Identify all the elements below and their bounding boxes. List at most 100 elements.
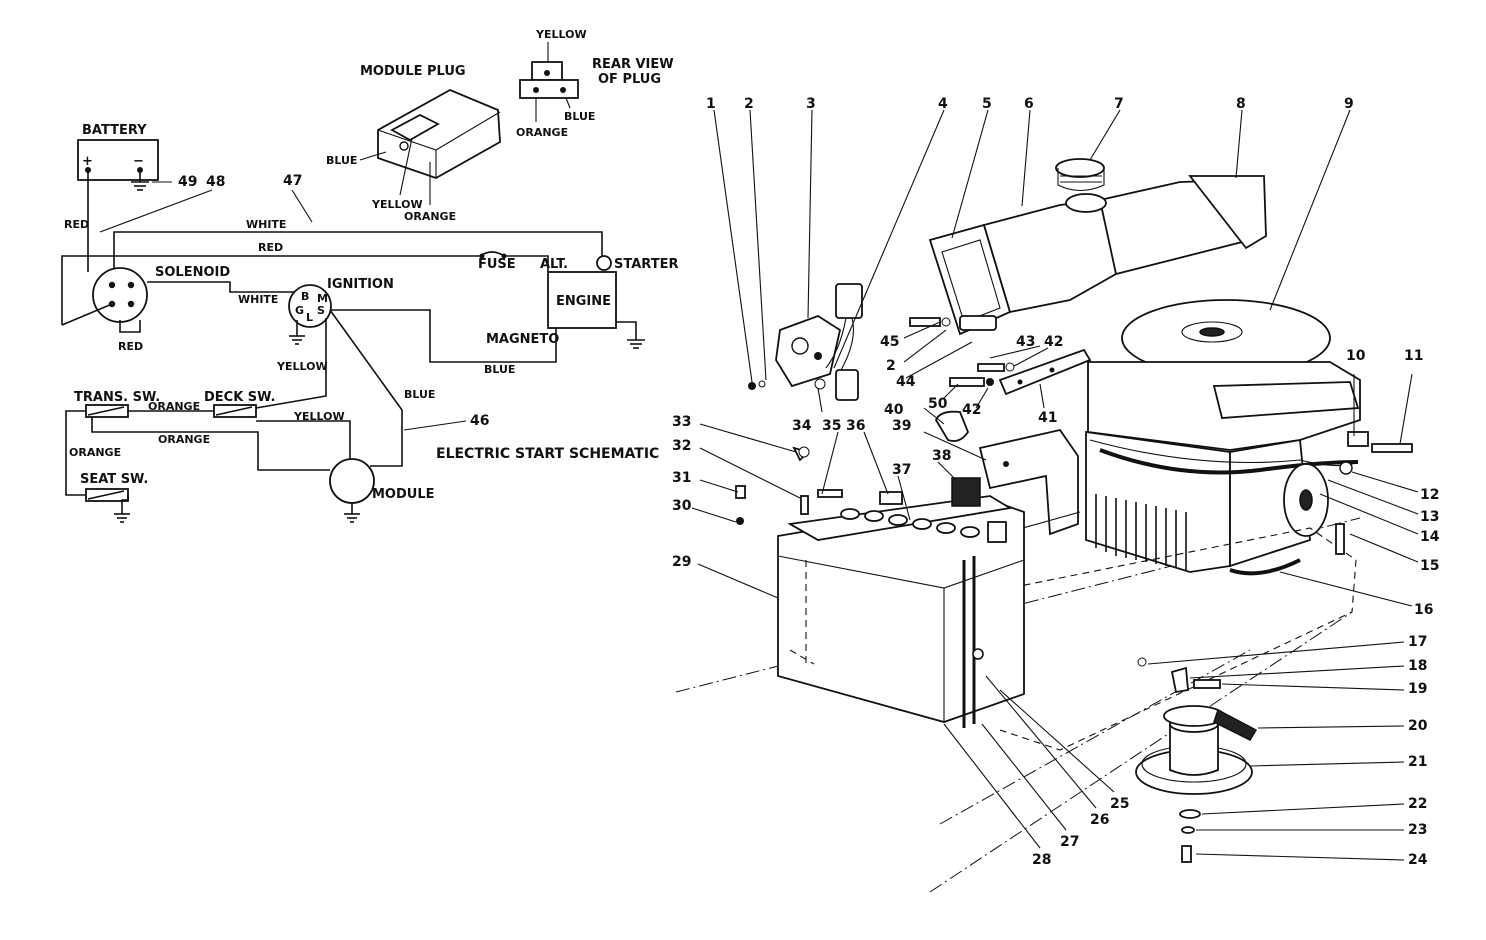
part-22: 22 [1408, 796, 1427, 812]
ignition-switch-symbol: B G L M S IGNITION [288, 277, 394, 345]
engine-block [1085, 299, 1361, 576]
part-37: 37 [892, 462, 911, 478]
part-31: 31 [672, 470, 691, 486]
part-50: 50 [928, 396, 948, 412]
part-5: 5 [982, 96, 992, 112]
part-42-second: 42 [962, 402, 981, 418]
rear-plug-yellow: YELLOW [535, 28, 587, 41]
plug-wire-yellow: YELLOW [371, 198, 423, 211]
wire-label-orange-1: ORANGE [148, 400, 200, 413]
part-25: 25 [1110, 796, 1129, 812]
solenoid-label: SOLENOID [155, 265, 230, 280]
heat-shield [978, 428, 1081, 536]
part-21: 21 [1408, 754, 1427, 770]
part-28: 28 [1032, 852, 1051, 868]
seat-switch: SEAT SW. [80, 472, 148, 523]
part-19: 19 [1408, 681, 1427, 697]
part-12: 12 [1420, 487, 1439, 503]
ignition-terminal-s: S [317, 304, 325, 317]
ignition-terminal-m: M [317, 292, 328, 305]
starter-label: STARTER [614, 257, 678, 272]
part-3: 3 [806, 96, 816, 112]
module-label: MODULE [372, 487, 435, 502]
part-26: 26 [1090, 812, 1109, 828]
battery-symbol: BATTERY + − [77, 123, 172, 191]
part-43: 43 [1016, 334, 1035, 350]
wire-label-blue-2: BLUE [404, 388, 435, 401]
battery-box [777, 495, 1025, 728]
ignition-terminal-l: L [306, 311, 313, 324]
wire-label-orange-2: ORANGE [158, 433, 210, 446]
part-1: 1 [706, 96, 716, 112]
part-18: 18 [1408, 658, 1427, 674]
part-callouts: 1 2 3 4 5 6 7 8 9 10 11 12 13 14 15 16 1… [672, 96, 1440, 868]
part-17: 17 [1408, 634, 1427, 650]
exploded-parts-view: 1 2 3 4 5 6 7 8 9 10 11 12 13 14 15 16 1… [672, 96, 1440, 893]
module-plug-label: MODULE PLUG [360, 64, 466, 79]
pulley-assembly [1135, 431, 1413, 863]
wire-label-red-3: RED [118, 340, 143, 353]
wire-label-yellow-2: YELLOW [293, 410, 345, 423]
rear-plug-blue: BLUE [564, 110, 595, 123]
engine-box: ENGINE ALT. STARTER MAGNETO [486, 255, 678, 349]
part-45: 45 [880, 334, 899, 350]
callout-48: 48 [206, 174, 225, 190]
part-20: 20 [1408, 718, 1428, 734]
wire-label-orange-3: ORANGE [69, 446, 121, 459]
cooling-fins [1095, 494, 1187, 570]
plug-wire-orange: ORANGE [404, 210, 456, 223]
battery-minus-label: − [133, 154, 144, 169]
part-14: 14 [1420, 529, 1440, 545]
part-9: 9 [1344, 96, 1354, 112]
part-2: 2 [744, 96, 754, 112]
part-6: 6 [1024, 96, 1034, 112]
battery-label: BATTERY [82, 123, 147, 138]
part-24: 24 [1408, 852, 1428, 868]
part-38: 38 [932, 448, 951, 464]
trans-switch: TRANS. SW. [74, 390, 160, 418]
engine-label: ENGINE [556, 294, 611, 309]
hardware-cluster [909, 315, 1015, 387]
part-30: 30 [672, 498, 692, 514]
part-13: 13 [1420, 509, 1439, 525]
part-36: 36 [846, 418, 865, 434]
part-41: 41 [1038, 410, 1057, 426]
seat-sw-label: SEAT SW. [80, 472, 148, 487]
trans-sw-label: TRANS. SW. [74, 390, 160, 405]
solenoid-assembly [748, 283, 863, 401]
module-symbol: MODULE [329, 458, 435, 523]
wire-label-white-2: WHITE [238, 293, 278, 306]
wire-label-yellow-1: YELLOW [276, 360, 328, 373]
part-39: 39 [892, 418, 911, 434]
leader-lines [691, 109, 1419, 861]
part-8: 8 [1236, 96, 1246, 112]
fuse-label: FUSE [478, 257, 516, 272]
rear-view-label: REAR VIEW [592, 57, 674, 72]
part-34: 34 [792, 418, 812, 434]
wire-label-white-top: WHITE [246, 218, 286, 231]
wire-label-red-2: RED [258, 241, 283, 254]
wire-label-red: RED [64, 218, 89, 231]
part-23: 23 [1408, 822, 1427, 838]
part-35: 35 [822, 418, 841, 434]
part-15: 15 [1420, 558, 1439, 574]
alt-label: ALT. [540, 257, 568, 272]
rear-view-plug-drawing: YELLOW ORANGE BLUE REAR VIEW OF PLUG [516, 28, 674, 139]
part-29: 29 [672, 554, 691, 570]
part-27: 27 [1060, 834, 1079, 850]
wire-label-blue-1: BLUE [484, 363, 515, 376]
part-2-second: 2 [886, 358, 896, 374]
module-plug-drawing: MODULE PLUG BLUE YELLOW ORANGE [326, 64, 501, 223]
callout-46: 46 [470, 413, 489, 429]
rear-plug-orange: ORANGE [516, 126, 568, 139]
part-7: 7 [1114, 96, 1124, 112]
deck-switch: DECK SW. [204, 390, 275, 418]
plug-wire-blue: BLUE [326, 154, 357, 167]
part-40: 40 [884, 402, 904, 418]
callout-49: 49 [178, 174, 197, 190]
part-10: 10 [1346, 348, 1366, 364]
part-16: 16 [1414, 602, 1433, 618]
schematic-title: ELECTRIC START SCHEMATIC [436, 446, 659, 462]
ignition-terminal-g: G [295, 304, 304, 317]
